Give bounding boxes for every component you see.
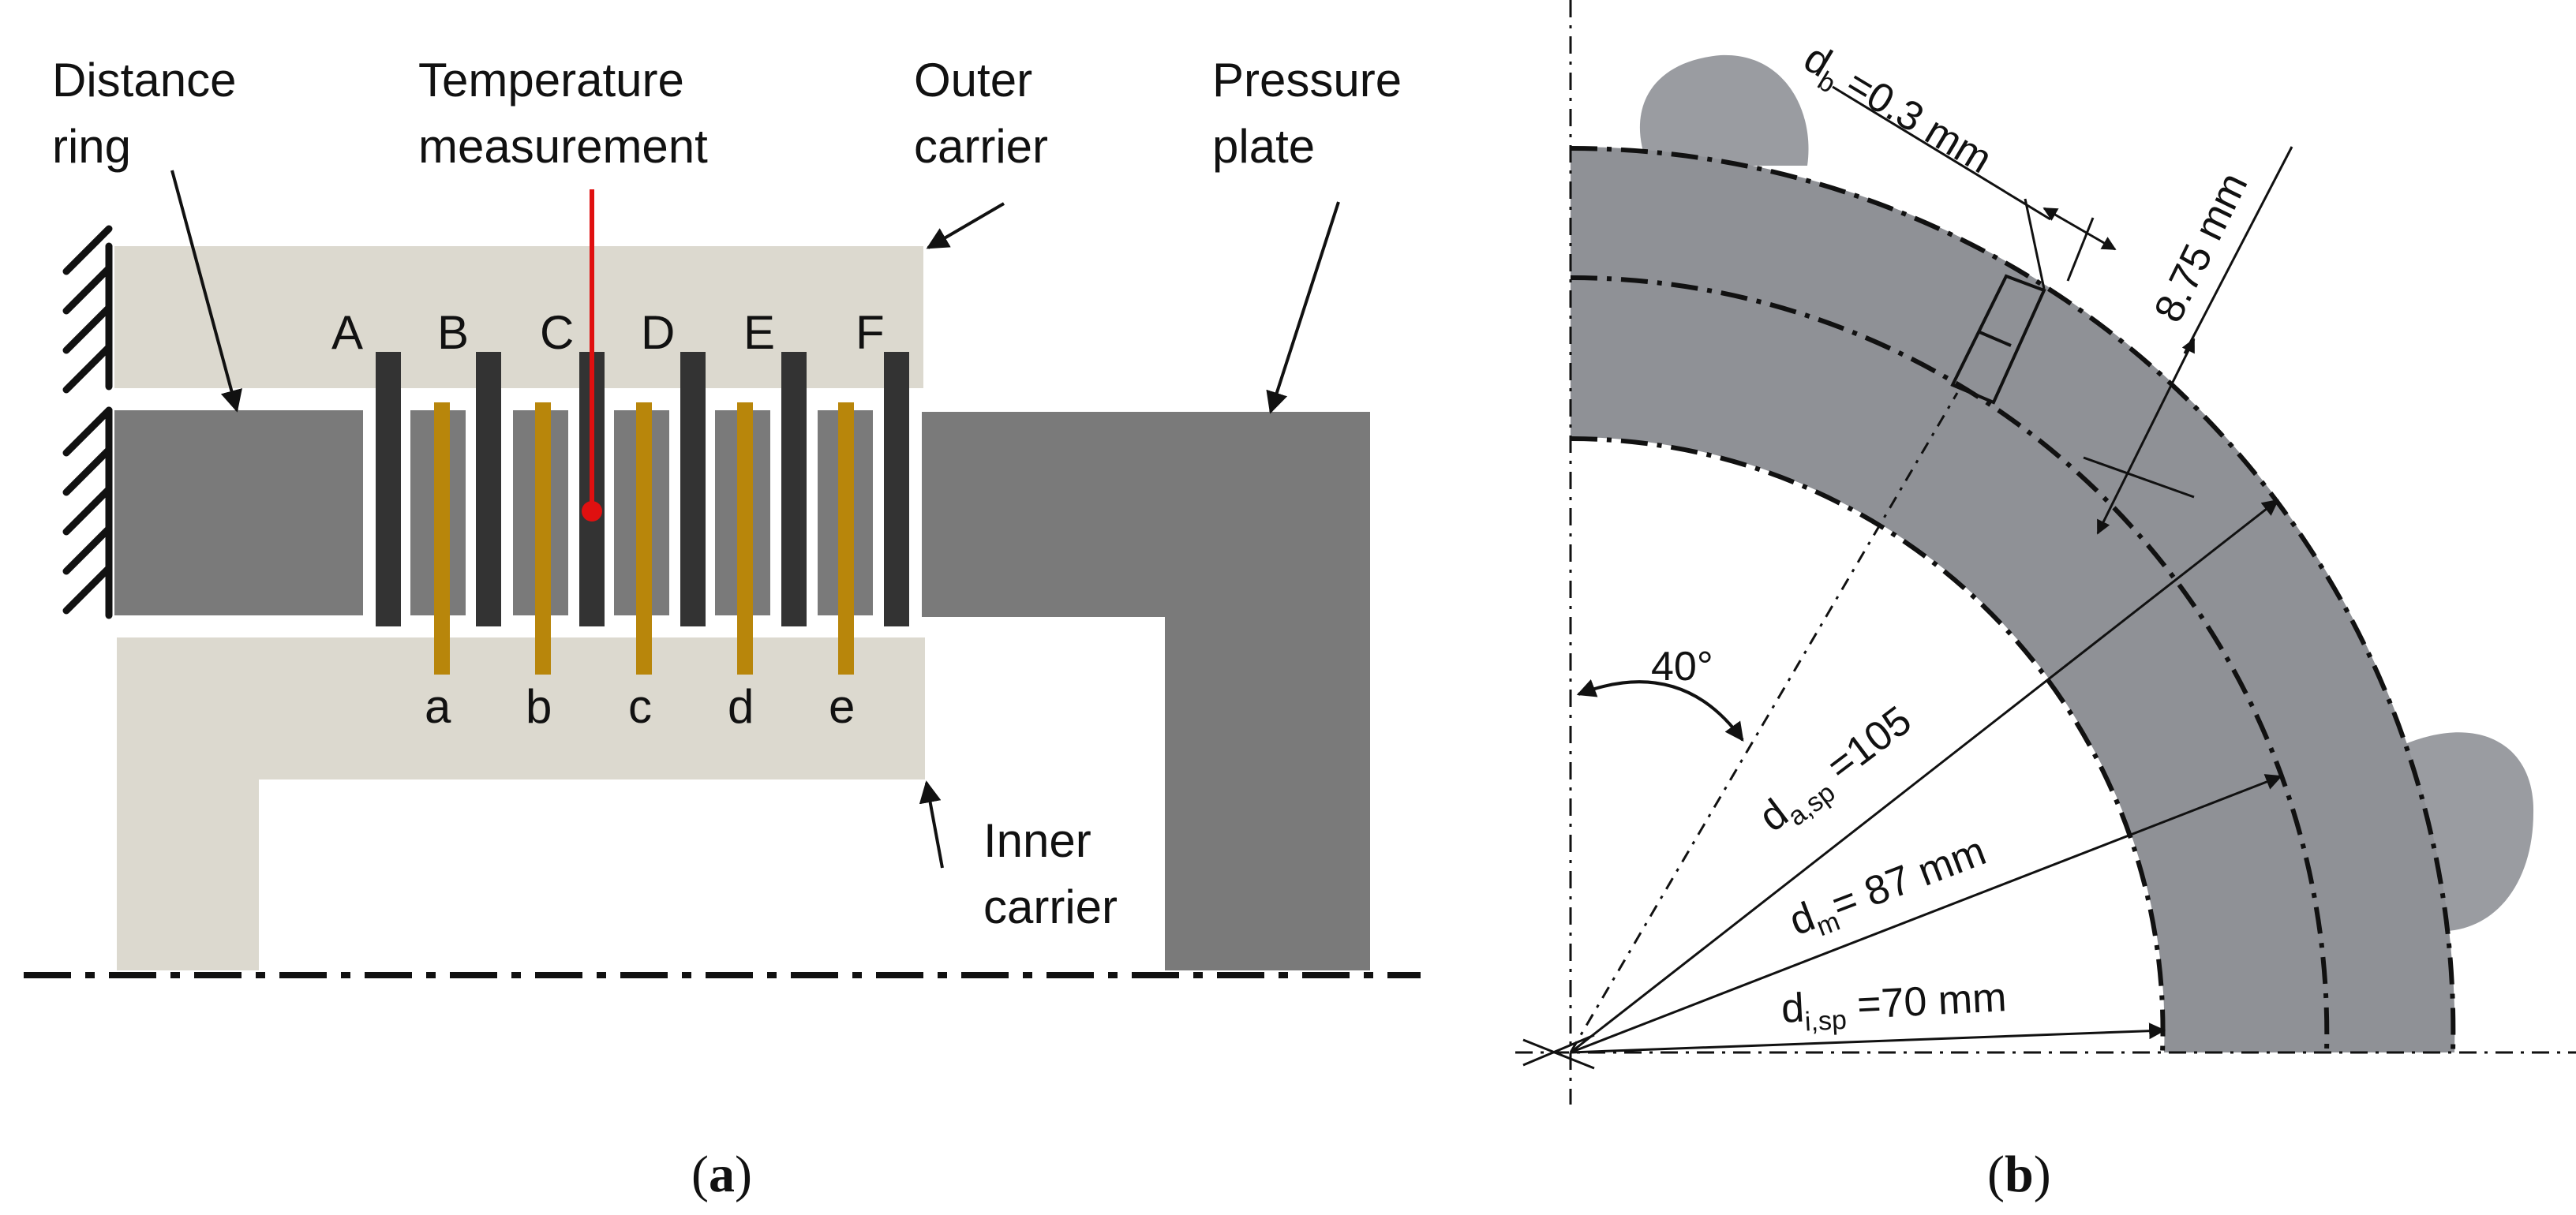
- dim-da-label: da,sp =105: [1750, 697, 1923, 846]
- arrow-outer-carrier: [926, 202, 1005, 249]
- arrow-pressure-plate: [1266, 201, 1340, 414]
- groove: [1950, 274, 2046, 405]
- caption-a: (a): [691, 1146, 752, 1203]
- plate-D: [680, 352, 706, 626]
- plate-A: [376, 352, 401, 626]
- lobe-top: [1639, 54, 1809, 166]
- label-temperature-measurement: Temperature measurement: [418, 54, 708, 173]
- label-b: b: [526, 680, 552, 733]
- db-dim-line: [2042, 207, 2117, 251]
- label-E: E: [743, 306, 775, 359]
- label-pressure-plate: Pressure plate: [1212, 54, 1415, 173]
- label-outer-carrier: Outer carrier: [914, 54, 1048, 173]
- distance-ring: [114, 410, 363, 615]
- label-C: C: [540, 306, 574, 359]
- label-D: D: [641, 306, 675, 359]
- plate-F: [884, 352, 909, 626]
- dim-di-label: di,sp =70 mm: [1780, 974, 2009, 1038]
- plate-a: [434, 402, 450, 675]
- label-B: B: [437, 306, 469, 359]
- friction-disc: [1571, 146, 2455, 1052]
- di-line: [1570, 1022, 2166, 1054]
- wall-hatch-icon: [62, 225, 113, 619]
- plate-e: [838, 402, 854, 675]
- label-F: F: [856, 306, 885, 359]
- arrow-inner-carrier: [919, 780, 944, 869]
- circle-mean: [1570, 275, 2330, 1053]
- arrow-distance-ring: [170, 170, 242, 413]
- dim-dm-label: dm= 87 mm: [1784, 828, 1994, 951]
- plate-E: [781, 352, 807, 626]
- label-a: a: [425, 680, 451, 733]
- inner-plate-labels: a b c d e: [425, 680, 855, 733]
- label-A: A: [331, 306, 363, 359]
- label-e: e: [829, 680, 855, 733]
- inner-carrier: [117, 637, 925, 970]
- label-c: c: [628, 680, 652, 733]
- plate-B: [476, 352, 501, 626]
- pressure-plate: [922, 412, 1370, 970]
- da-line: [1570, 499, 2279, 1054]
- angle-label: 40°: [1651, 644, 1713, 690]
- dm-line: [1570, 774, 2282, 1054]
- plate-c: [636, 402, 652, 675]
- outer-plate-labels: A B C D E F: [331, 306, 885, 359]
- plate-d: [737, 402, 753, 675]
- circle-inner: [1570, 436, 2166, 1053]
- label-inner-carrier: Inner carrier: [983, 814, 1118, 933]
- dim-db-label: db =0.3 mm: [1793, 36, 2000, 189]
- label-distance-ring: Distance ring: [52, 54, 249, 173]
- panel-b: 40° db =0.3 mm 8.75 mm da: [1515, 0, 2576, 1203]
- friction-plates: [434, 402, 854, 675]
- caption-b: (b): [1987, 1146, 2051, 1203]
- plate-b: [535, 402, 551, 675]
- steel-plates: [376, 352, 909, 626]
- width-dim-line: [2096, 338, 2196, 535]
- angle-40-line: [1569, 392, 1959, 1053]
- panel-a: Distance ring Temperature measurement Ou…: [24, 54, 1421, 1203]
- circle-outer: [1570, 146, 2456, 1053]
- label-d: d: [728, 680, 754, 733]
- angle-arc: [1576, 679, 1744, 742]
- temperature-sensor-dot: [582, 501, 602, 522]
